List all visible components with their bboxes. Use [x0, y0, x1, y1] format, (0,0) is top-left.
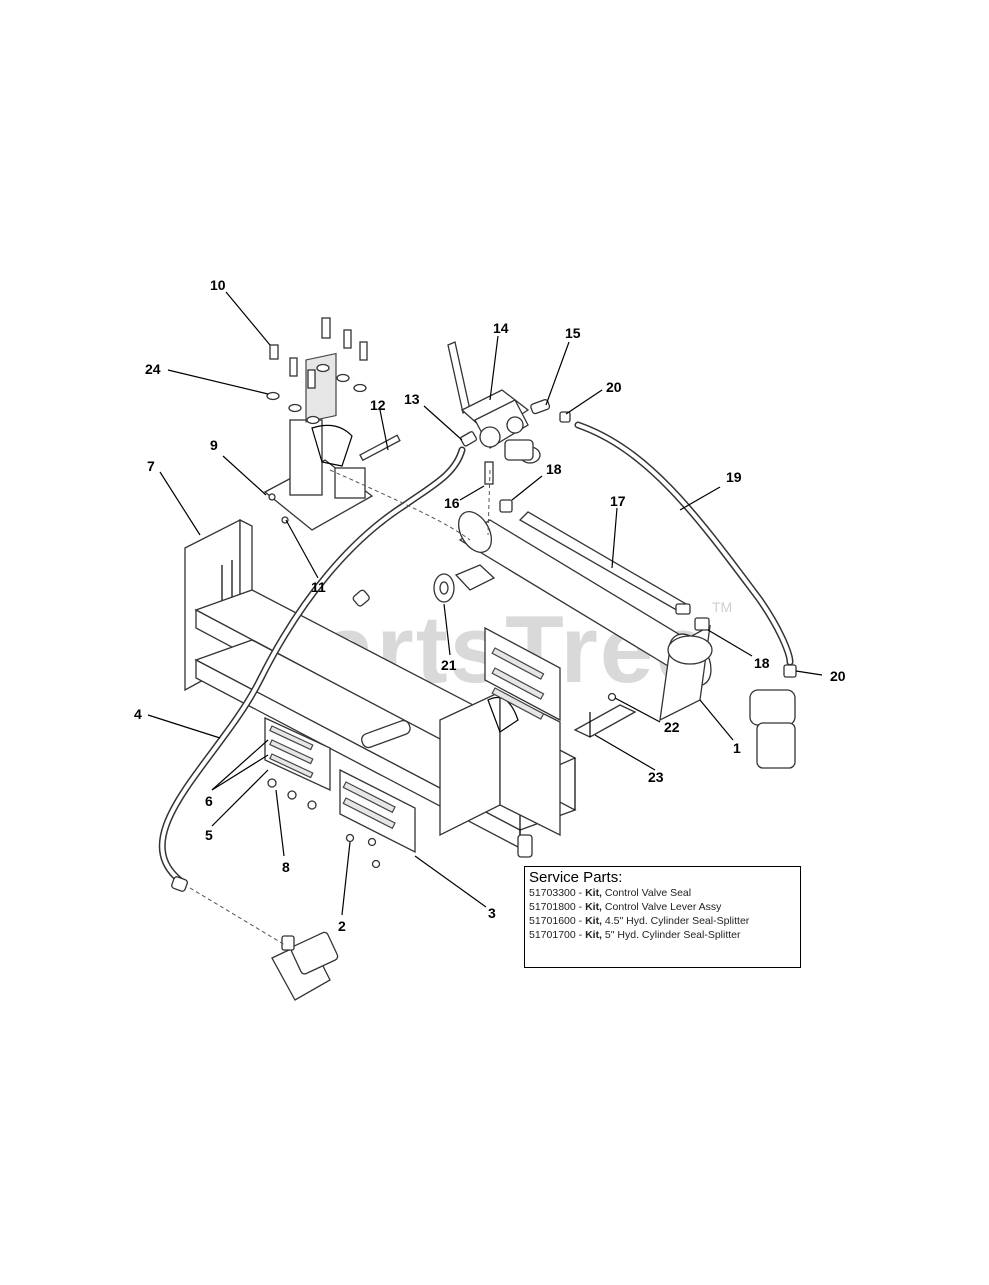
- bolt-set: [266, 317, 401, 462]
- valve-bracket: [263, 352, 374, 531]
- callout-3: 3: [488, 905, 496, 921]
- pump: [271, 931, 339, 1001]
- part-number: 51701800: [529, 901, 576, 913]
- callout-20-lower: 20: [830, 668, 846, 684]
- part-description: Control Valve Lever Assy: [604, 901, 722, 913]
- kit-label: Kit,: [585, 929, 602, 941]
- callout-24: 24: [145, 361, 161, 377]
- watermark-tm: TM: [712, 599, 732, 615]
- service-part-row: 51701700 - Kit, 5" Hyd. Cylinder Seal-Sp…: [529, 929, 741, 941]
- callout-17: 17: [610, 493, 626, 509]
- callout-21: 21: [441, 657, 457, 673]
- kit-label: Kit,: [585, 915, 602, 927]
- service-part-row: 51701600 - Kit, 4.5" Hyd. Cylinder Seal-…: [529, 915, 750, 927]
- kit-label: Kit,: [585, 901, 602, 913]
- callout-12: 12: [370, 397, 386, 413]
- mounting-plates: [264, 716, 416, 869]
- part-number: 51701600: [529, 915, 576, 927]
- callout-6: 6: [205, 793, 213, 809]
- service-parts-title: Service Parts:: [529, 869, 623, 886]
- beam-frame: [184, 518, 577, 858]
- callout-11: 11: [311, 579, 326, 595]
- part-description: Control Valve Seal: [604, 887, 692, 899]
- callout-5: 5: [205, 827, 213, 843]
- callout-10: 10: [210, 277, 226, 293]
- control-valve: [447, 341, 797, 769]
- callout-4: 4: [134, 706, 142, 722]
- callout-1: 1: [733, 740, 741, 756]
- callout-13: 13: [404, 391, 420, 407]
- callout-8: 8: [282, 859, 290, 875]
- callout-18-upper: 18: [546, 461, 562, 477]
- part-number: 51703300: [529, 887, 576, 899]
- callout-16: 16: [444, 495, 460, 511]
- callout-20-upper: 20: [606, 379, 622, 395]
- service-part-row: 51703300 - Kit, Control Valve Seal: [529, 887, 692, 899]
- callout-14: 14: [493, 320, 509, 336]
- kit-label: Kit,: [585, 887, 602, 899]
- callout-7: 7: [147, 458, 155, 474]
- callout-15: 15: [565, 325, 581, 341]
- leader-lines: [147, 291, 823, 916]
- part-description: 4.5" Hyd. Cylinder Seal-Splitter: [604, 915, 750, 927]
- callout-9: 9: [210, 437, 218, 453]
- callout-18-lower: 18: [754, 655, 770, 671]
- callout-labels: 10 14 15 24 20 13 12 9 18 19 7 16 17 11 …: [134, 277, 846, 934]
- service-part-row: 51701800 - Kit, Control Valve Lever Assy: [529, 901, 722, 913]
- callout-2: 2: [338, 918, 346, 934]
- callout-23: 23: [648, 769, 664, 785]
- part-number: 51701700: [529, 929, 576, 941]
- hoses: [158, 421, 794, 946]
- service-parts-box: Service Parts: 51703300 - Kit, Control V…: [524, 866, 801, 968]
- part-description: 5" Hyd. Cylinder Seal-Splitter: [604, 929, 741, 941]
- callout-22: 22: [664, 719, 680, 735]
- callout-19: 19: [726, 469, 742, 485]
